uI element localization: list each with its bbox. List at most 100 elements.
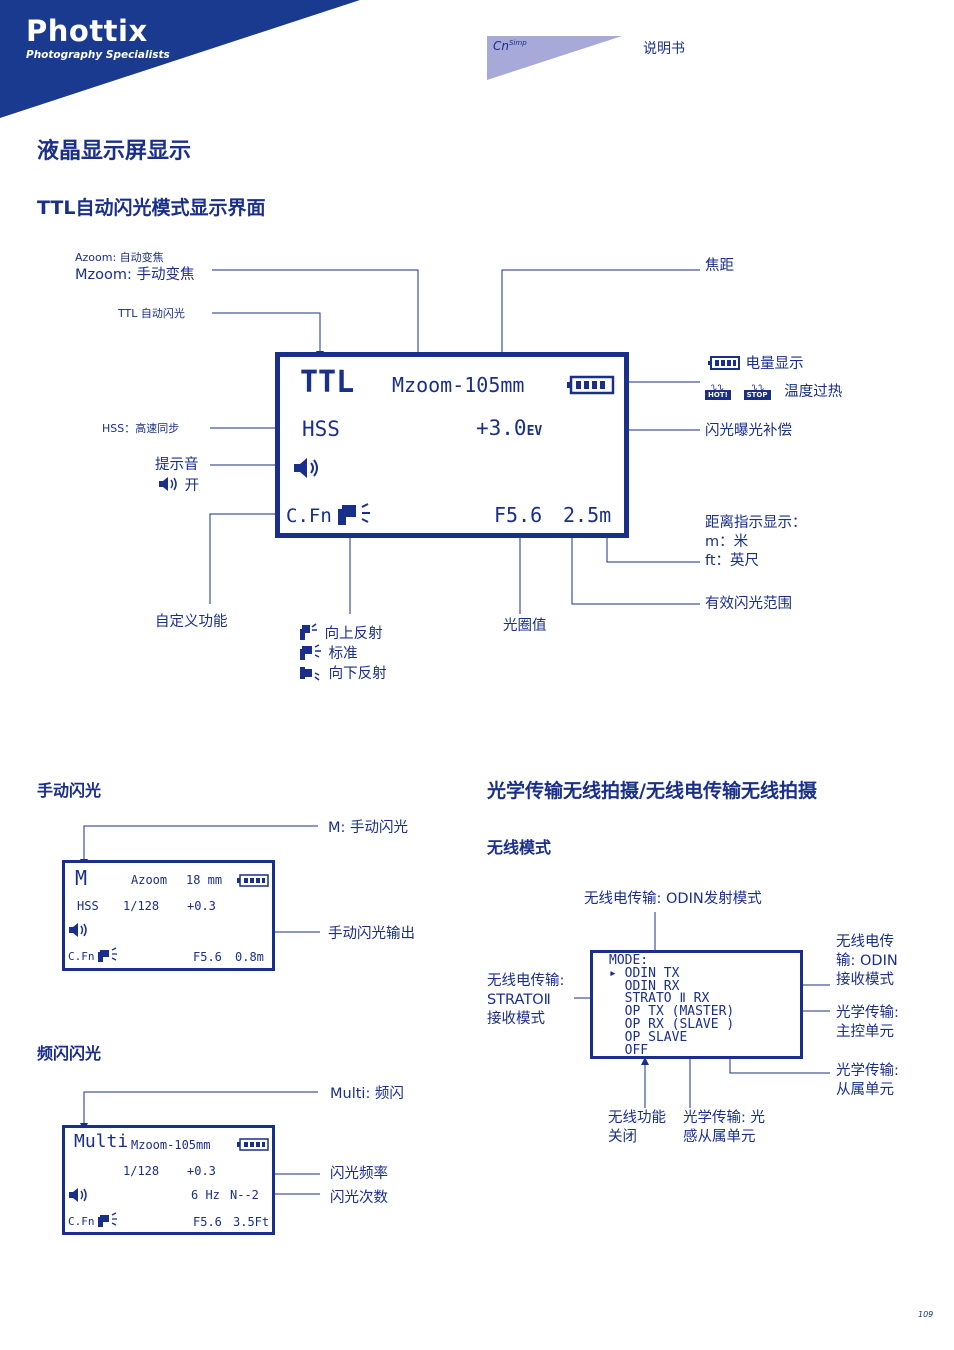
mode-line-odin-rx[interactable]: ODIN RX (609, 978, 680, 994)
battery-small-icon (708, 356, 740, 370)
bounce-down-icon (300, 667, 320, 681)
lcd-zoom: Mzoom-105mm (392, 373, 525, 397)
label-aperture: 光圈值 (503, 618, 547, 634)
stop-icon: ᔐᔐ STOP (743, 378, 780, 402)
label-distance-display: 距离指示显示： (705, 515, 807, 531)
label-battery: 电量显示 (707, 355, 804, 374)
bounce-standard-icon (300, 644, 321, 660)
label-slave-1: 光学传输: (836, 1063, 899, 1079)
lcd-ev: +3.0EV (476, 416, 543, 440)
label-off-1: 无线功能 (608, 1110, 666, 1126)
label-odin-rx-2: 输: ODIN (836, 953, 898, 969)
label-azoom: Azoom: 自动变焦 (75, 251, 164, 264)
label-beep: 提示音 (155, 457, 199, 473)
manual-lcd-power: 1/128 (123, 899, 160, 913)
wireless-lcd-screen: MODE: ▸ ODIN TX ODIN RX STRATO Ⅱ RX OP T… (590, 950, 803, 1059)
wireless-heading: 光学传输无线拍摄/无线电传输无线拍摄 (487, 780, 817, 802)
multi-lcd-screen: Multi Mzoom-105mm 1/128 +0.3 6 Hz N--2 C… (62, 1125, 275, 1235)
label-strato-1: 无线电传输: (487, 973, 565, 989)
label-strato-3: 接收模式 (487, 1011, 545, 1027)
multi-battery-icon (237, 1138, 269, 1151)
multi-speaker-icon (69, 1188, 87, 1202)
brand-logo: Phottix (26, 14, 148, 48)
multi-lcd-zoom: Mzoom-105mm (131, 1138, 211, 1152)
page-title: 液晶显示屏显示 (37, 139, 192, 164)
lcd-mode-ttl: TTL (300, 365, 355, 400)
header-banner (0, 0, 360, 118)
multi-lcd-cfn: C.Fn (68, 1215, 95, 1228)
label-manual-output: 手动闪光输出 (328, 926, 415, 942)
label-beep-on: 开 (158, 476, 199, 496)
mode-line-strato-rx[interactable]: STRATO Ⅱ RX (609, 991, 710, 1007)
manual-lcd-mode: M (75, 866, 88, 890)
label-multi-freq: 闪光频率 (330, 1166, 388, 1182)
mode-line-odin-tx[interactable]: ▸ ODIN TX (609, 965, 680, 981)
label-hss: HSS：高速同步 (102, 422, 180, 435)
multi-lcd-count: N--2 (230, 1188, 259, 1202)
model-name: CnSimp (493, 39, 527, 53)
label-ev-comp: 闪光曝光补偿 (705, 423, 792, 439)
multi-lcd-freq: 6 Hz (191, 1188, 220, 1202)
label-odin-rx-3: 接收模式 (836, 972, 894, 988)
label-range: 有效闪光范围 (705, 596, 792, 612)
label-odin-rx-1: 无线电传 (836, 934, 894, 950)
manual-lcd-aperture: F5.6 (193, 950, 222, 964)
label-odin-tx: 无线电传输: ODIN发射模式 (584, 891, 762, 907)
brand-tagline: Photography Specialists (26, 49, 170, 61)
multi-lcd-ev: +0.3 (187, 1164, 216, 1178)
label-cfn: 自定义功能 (155, 614, 228, 630)
manual-lcd-distance: 0.8m (235, 950, 264, 964)
model-badge-shape (487, 36, 622, 80)
page-number: 109 (918, 1310, 934, 1319)
multi-lcd-distance: 3.5Ft (233, 1215, 270, 1229)
lcd-hss: HSS (302, 417, 340, 441)
manual-battery-icon (237, 874, 269, 887)
label-bounce-up: 向上反射 (298, 623, 383, 644)
bounce-up-icon (300, 623, 317, 640)
label-master-1: 光学传输: (836, 1005, 899, 1021)
label-bounce-down: 向下反射 (298, 663, 387, 684)
label-slave-2: 从属单元 (836, 1082, 894, 1098)
mode-line-title: MODE: (609, 953, 649, 968)
ttl-lcd-screen: TTL Mzoom-105mm HSS +3.0EV C.Fn F5.6 2.5… (275, 352, 629, 538)
manual-speaker-icon (69, 923, 87, 937)
label-master-2: 主控单元 (836, 1024, 894, 1040)
multi-flash-head-icon (98, 1212, 117, 1227)
label-op-slave-2: 感从属单元 (683, 1129, 756, 1145)
label-bounce-std: 标准 (298, 643, 358, 664)
multi-lcd-mode: Multi (74, 1131, 129, 1152)
multi-heading: 频闪闪光 (37, 1044, 102, 1063)
mode-line-op-slave[interactable]: OP SLAVE (609, 1029, 688, 1045)
manual-heading: 手动闪光 (37, 781, 102, 800)
mode-line-off[interactable]: OFF (609, 1042, 649, 1058)
manual-lcd-ev: +0.3 (187, 899, 216, 913)
manual-flash-head-icon (98, 947, 117, 962)
multi-lcd-power: 1/128 (123, 1164, 160, 1178)
label-distance-ft: ft：英尺 (705, 553, 760, 569)
manual-lcd-hss: HSS (77, 899, 99, 913)
label-manual-m: M: 手动闪光 (328, 820, 409, 836)
label-multi-count: 闪光次数 (330, 1190, 388, 1206)
label-mzoom: Mzoom: 手动变焦 (75, 267, 195, 283)
wireless-mode-list: MODE: ▸ ODIN TX ODIN RX STRATO Ⅱ RX OP T… (609, 953, 735, 1058)
lcd-distance: 2.5m (563, 503, 612, 527)
hot-icon: ᔐᔐ HOT! (705, 378, 739, 402)
speaker-small-icon (159, 477, 177, 491)
mode-line-op-tx[interactable]: OP TX (MASTER) (609, 1004, 735, 1020)
manual-lcd-screen: M Azoom 18 mm HSS 1/128 +0.3 C.Fn F5.6 0… (62, 860, 275, 971)
label-distance-m: m：米 (705, 534, 749, 550)
label-op-slave-1: 光学传输: 光 (683, 1110, 765, 1126)
label-strato-2: STRATOⅡ (487, 992, 551, 1008)
label-multi: Multi: 频闪 (330, 1086, 404, 1102)
label-off-2: 关闭 (608, 1129, 637, 1145)
mode-line-op-rx[interactable]: OP RX (SLAVE ) (609, 1016, 735, 1032)
manual-lcd-cfn: C.Fn (68, 950, 95, 963)
manual-lcd-zoom: Azoom (131, 873, 168, 887)
multi-lcd-aperture: F5.6 (193, 1215, 222, 1229)
flash-head-standard-icon (338, 503, 370, 525)
battery-icon (567, 375, 615, 395)
label-focal-length: 焦距 (705, 258, 734, 274)
label-overheat: ᔐᔐ HOT! ᔐᔐ STOP 温度过热 (705, 378, 842, 402)
lcd-cfn: C.Fn (286, 505, 332, 527)
speaker-icon (294, 458, 318, 478)
